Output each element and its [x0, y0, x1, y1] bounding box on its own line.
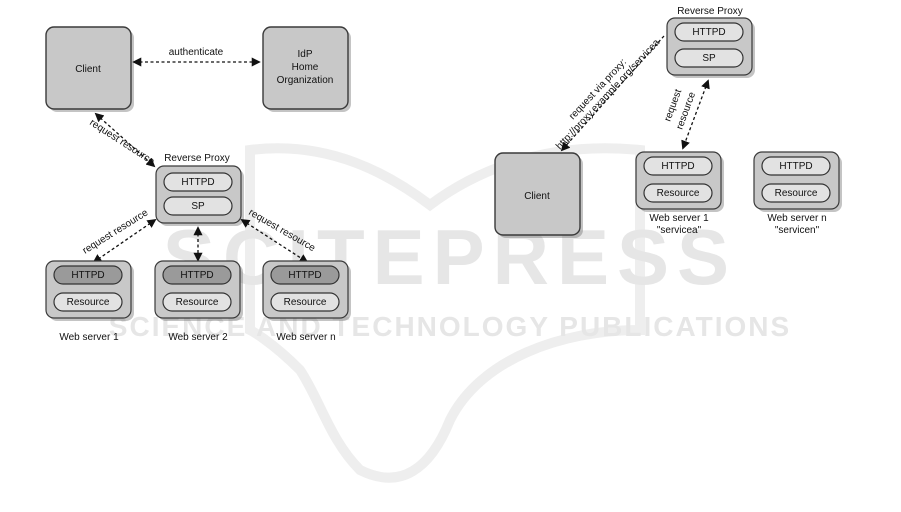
right-web-server-n: HTTPD Resource Web server n "servicen" — [753, 151, 842, 236]
right-client-label: Client — [524, 191, 550, 202]
right-reverse-proxy-node: Reverse Proxy HTTPD SP — [666, 6, 755, 78]
right-proxy-title: Reverse Proxy — [677, 6, 743, 17]
left-web-server-2: HTTPD Resource Web server 2 — [154, 260, 243, 343]
left-idp-label-2: Home — [292, 62, 319, 73]
left-server2-caption: Web server 2 — [168, 332, 228, 343]
right-server1-service: "servicea" — [657, 225, 702, 236]
right-server1-caption: Web server 1 — [649, 213, 709, 224]
left-reverse-proxy-node: Reverse Proxy HTTPD SP — [155, 153, 244, 226]
left-server2-resource: Resource — [176, 297, 219, 308]
left-authenticate-label: authenticate — [169, 47, 224, 58]
left-server1-resource: Resource — [67, 297, 110, 308]
right-proxy-server-arrow — [681, 79, 710, 150]
left-proxy-sp-label: SP — [191, 201, 205, 212]
right-client-node: Client — [494, 152, 583, 238]
watermark-book-shape — [245, 143, 645, 483]
left-servern-httpd: HTTPD — [288, 270, 321, 281]
left-proxy-servern-arrow — [240, 219, 309, 263]
right-server1-httpd: HTTPD — [661, 161, 694, 172]
left-proxy-httpd-pill — [163, 172, 233, 192]
left-web-server-n: HTTPD Resource Web server n — [262, 260, 351, 343]
left-web-server-1: HTTPD Resource Web server 1 — [45, 260, 134, 343]
left-client-node: Client — [45, 26, 134, 112]
left-diagram: Client IdP Home Organization authenticat… — [45, 26, 351, 343]
left-server1-httpd: HTTPD — [71, 270, 104, 281]
left-server2-httpd: HTTPD — [180, 270, 213, 281]
right-via-proxy-arrow — [560, 35, 665, 152]
right-web-server-1: HTTPD Resource Web server 1 "servicea" — [635, 151, 724, 236]
right-servern-service: "servicen" — [775, 225, 820, 236]
left-server1-caption: Web server 1 — [59, 332, 119, 343]
left-idp-label-3: Organization — [277, 75, 334, 86]
right-proxy-sp-label: SP — [702, 53, 716, 64]
right-servern-caption: Web server n — [767, 213, 826, 224]
left-proxy-sp-pill — [163, 196, 233, 216]
left-client-label: Client — [75, 64, 101, 75]
right-servern-resource: Resource — [775, 188, 818, 199]
left-proxy-httpd-label: HTTPD — [181, 177, 214, 188]
left-proxy-server1-arrow — [92, 218, 157, 264]
right-proxy-httpd-label: HTTPD — [692, 27, 725, 38]
left-proxy-title: Reverse Proxy — [164, 153, 230, 164]
left-idp-node: IdP Home Organization — [262, 26, 351, 112]
left-request-resource-right-label: request resource — [247, 207, 318, 254]
right-via-proxy-label-2: http://proxy.example.org/servicea — [554, 37, 662, 152]
left-client-proxy-arrow — [94, 112, 156, 168]
left-request-resource-top-label: request resource — [87, 117, 156, 167]
left-servern-resource: Resource — [284, 297, 327, 308]
right-diagram: Reverse Proxy HTTPD SP request via proxy… — [494, 6, 842, 238]
left-servern-caption: Web server n — [276, 332, 335, 343]
right-server1-resource: Resource — [657, 188, 700, 199]
left-idp-label-1: IdP — [297, 49, 312, 60]
right-servern-httpd: HTTPD — [779, 161, 812, 172]
left-request-resource-left-label: request resource — [81, 207, 151, 256]
